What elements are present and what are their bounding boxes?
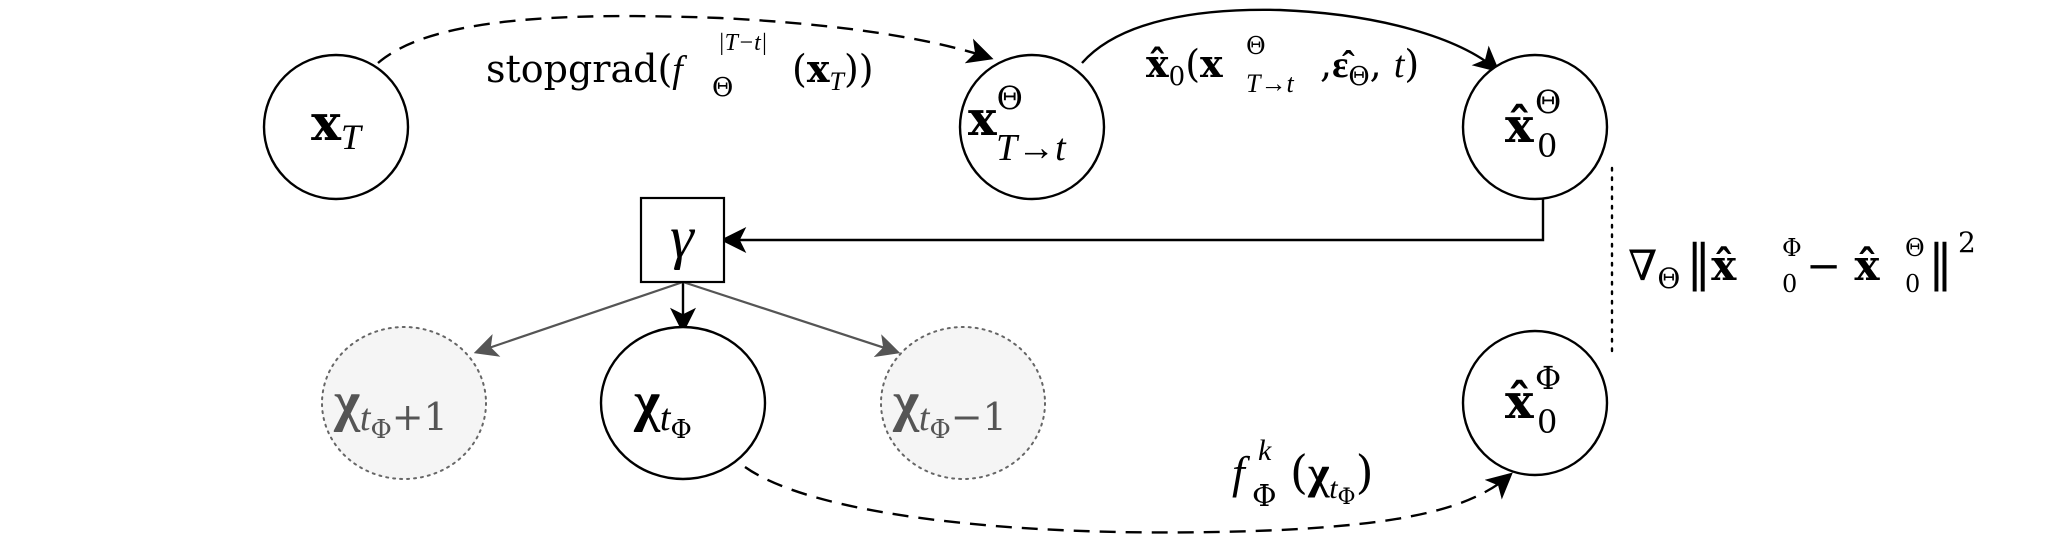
svg-text:γ: γ	[670, 204, 695, 270]
svg-text:0: 0	[1537, 127, 1557, 165]
label-f-phi: f k Φ (χtΦ)	[1232, 434, 1374, 514]
gamma-box: γ	[639, 196, 726, 284]
label-gradient-loss: ∇Θ‖x̂ Φ 0 − x̂ Θ 0 ‖ 2	[1628, 226, 1976, 298]
node-chi-t-phi: χtΦ	[599, 325, 767, 481]
svg-text:Φ: Φ	[1782, 234, 1802, 262]
edge-stopgrad	[377, 14, 994, 64]
svg-text:χtΦ+1: χtΦ+1	[333, 371, 448, 445]
svg-text:x̂: x̂	[1505, 374, 1534, 430]
edge-x0-prediction	[1081, 8, 1500, 73]
svg-text:(χtΦ): (χtΦ)	[1290, 445, 1374, 510]
edge-gamma-to-chi-plus	[473, 280, 684, 357]
edge-to-gamma	[720, 197, 1545, 253]
svg-text:Θ: Θ	[1905, 234, 1925, 262]
edge-gamma-to-chi-minus	[682, 280, 901, 358]
svg-text:0: 0	[1537, 403, 1557, 441]
svg-text:f: f	[1232, 447, 1251, 498]
svg-text:χtΦ−1: χtΦ−1	[892, 371, 1007, 445]
svg-text:,ε̂Θ, t): ,ε̂Θ, t)	[1320, 42, 1419, 92]
svg-text:stopgrad(f: stopgrad(f	[486, 47, 687, 91]
node-chi-t-phi-plus-1: χtΦ+1	[321, 326, 487, 480]
node-x0-phi: x̂ Φ 0	[1461, 329, 1609, 477]
svg-text:2: 2	[1958, 226, 1976, 259]
svg-text:T→t: T→t	[1246, 69, 1294, 98]
svg-text:− x̂: − x̂	[1806, 241, 1881, 290]
node-chi-t-phi-minus-1: χtΦ−1	[880, 326, 1046, 480]
label-stopgrad: stopgrad(f |T−t| Θ (xT))	[486, 30, 874, 103]
svg-text:|T−t|: |T−t|	[718, 30, 767, 56]
svg-text:‖: ‖	[1928, 234, 1953, 292]
svg-text:x̂0(x: x̂0(x	[1146, 41, 1223, 92]
svg-text:T→t: T→t	[996, 127, 1067, 169]
svg-text:0: 0	[1782, 270, 1797, 298]
svg-text:Φ: Φ	[1252, 479, 1277, 514]
svg-text:Θ: Θ	[712, 73, 733, 103]
svg-text:xT: xT	[311, 93, 364, 157]
svg-text:Θ: Θ	[1535, 83, 1561, 121]
svg-text:χtΦ: χtΦ	[633, 371, 692, 445]
svg-text:k: k	[1258, 434, 1272, 467]
svg-text:(xT)): (xT))	[792, 46, 874, 96]
svg-text:∇Θ‖x̂: ∇Θ‖x̂	[1628, 234, 1737, 295]
node-x-theta-T-to-t: xΘ T→t	[958, 53, 1106, 201]
svg-text:xΘ: xΘ	[968, 79, 1023, 147]
label-x0-prediction: x̂0(x Θ T→t ,ε̂Θ, t)	[1146, 32, 1419, 98]
svg-text:Φ: Φ	[1535, 359, 1561, 397]
svg-text:x̂: x̂	[1505, 98, 1534, 154]
svg-text:Θ: Θ	[1246, 32, 1266, 60]
edge-f-phi	[744, 466, 1513, 534]
node-x0-theta: x̂ Θ 0	[1461, 53, 1609, 201]
svg-text:0: 0	[1905, 270, 1920, 298]
node-x-T: xT	[262, 53, 410, 201]
